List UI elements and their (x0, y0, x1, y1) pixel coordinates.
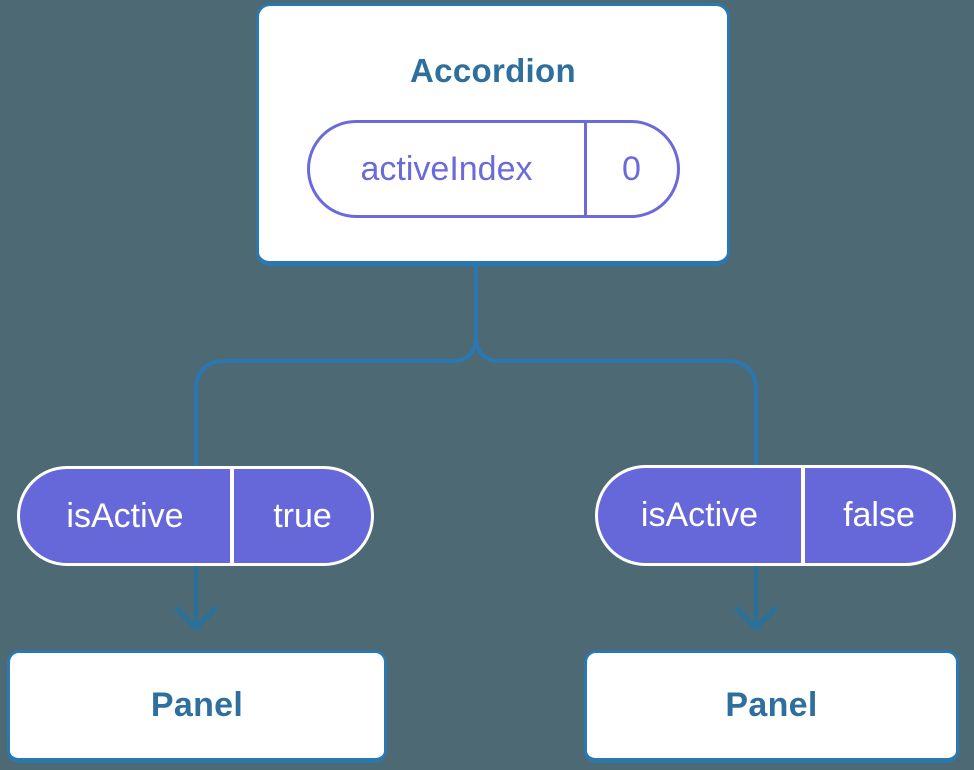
prop-value: true (273, 496, 332, 535)
branch-line-left (194, 262, 478, 515)
panel-node-2: Panel (584, 650, 959, 763)
state-value: 0 (622, 149, 641, 188)
arrow-head-right-icon (734, 606, 778, 631)
panel-node-label: Panel (725, 686, 818, 724)
prop-name: isActive (20, 469, 234, 563)
branch-line-right (474, 262, 758, 515)
state-name: activeIndex (310, 123, 587, 215)
prop-name: isActive (598, 468, 805, 563)
prop-pill-panel-1: isActive true (17, 466, 374, 566)
arrow-head-left-icon (174, 606, 218, 631)
panel-node-1: Panel (7, 650, 387, 763)
prop-pill-panel-2: isActive false (595, 465, 956, 566)
accordion-node-title: Accordion (410, 52, 576, 89)
accordion-node: Accordion activeIndex 0 (256, 3, 730, 266)
panel-node-label: Panel (150, 686, 244, 724)
accordion-state-pill: activeIndex 0 (306, 120, 680, 218)
prop-value: false (843, 496, 915, 534)
